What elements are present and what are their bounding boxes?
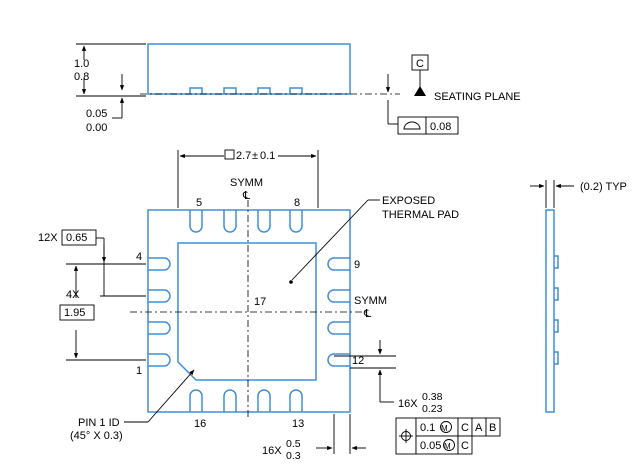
- pin-9-label: 9: [354, 259, 360, 271]
- pin-5-label: 5: [196, 197, 202, 209]
- lead-w-max: 0.5: [286, 438, 301, 450]
- centerline-top-symbol: ℄: [242, 190, 250, 202]
- fcf-row1-d2: A: [475, 422, 483, 434]
- fcf-row1-d3: B: [489, 422, 496, 434]
- end-view: (0.2) TYP: [530, 180, 627, 413]
- bottom-leads: [189, 389, 303, 412]
- exposed-pad-line1: EXPOSED: [382, 195, 435, 207]
- top-view: 5 8 4 1 9 12 13 16 17 SYMM ℄ SYMM ℄ 2.7 …: [38, 149, 501, 462]
- datum-triangle: [414, 86, 426, 96]
- fcf-row2-tol: 0.05: [420, 440, 441, 452]
- pin-8-label: 8: [294, 197, 300, 209]
- standoff-min: 0.00: [86, 122, 107, 134]
- seating-plane-label: SEATING PLANE: [434, 91, 521, 103]
- fcf-row1-d1: C: [461, 422, 469, 434]
- flatness-value: 0.08: [430, 121, 451, 133]
- lead-w-min: 0.3: [286, 450, 301, 462]
- exposed-pad-line2: THERMAL PAD: [382, 209, 459, 221]
- side-leads: [189, 87, 303, 94]
- pin-4-label: 4: [136, 251, 142, 263]
- end-leads: [554, 255, 559, 365]
- side-view: 1.0 0.8 0.05 0.00 C SEATING PLANE 0.08: [74, 43, 521, 135]
- fcf-row2-d1: C: [461, 440, 469, 452]
- body-size-tol-value: 0.1: [260, 150, 275, 162]
- standoff-max: 0.05: [86, 108, 107, 120]
- height-min: 0.8: [74, 71, 89, 83]
- feature-control-frame: 0.1 M C A B 0.05 M C: [395, 417, 501, 455]
- pin-1-label: 1: [136, 365, 142, 377]
- symm-top-label: SYMM: [230, 177, 263, 189]
- height-max: 1.0: [74, 58, 89, 70]
- right-leads: [327, 257, 350, 367]
- lead-w-count: 16X: [262, 445, 282, 457]
- lead-len-max: 0.38: [422, 391, 443, 403]
- lead-len-count: 16X: [398, 398, 418, 410]
- flatness-symbol: [403, 121, 421, 130]
- fcf-row2-modifier: M: [444, 442, 451, 451]
- pin-17-label: 17: [254, 296, 266, 308]
- span-count: 4X: [66, 289, 80, 301]
- lead-len-min: 0.23: [422, 403, 443, 415]
- pitch-count: 12X: [38, 232, 58, 244]
- fcf-row1-tol: 0.1: [420, 422, 435, 434]
- body-size-tol: ±: [252, 150, 258, 162]
- left-leads: [148, 257, 171, 367]
- pin-12-label: 12: [352, 355, 364, 367]
- thermal-pad: [177, 242, 317, 381]
- pin-13-label: 13: [292, 418, 304, 430]
- pin1-id-line1: PIN 1 ID: [78, 417, 120, 429]
- symm-right-label: SYMM: [354, 295, 387, 307]
- side-body: [147, 43, 351, 95]
- span-value: 1.95: [64, 307, 85, 319]
- pin1-id-line2: (45° X 0.3): [70, 430, 123, 442]
- datum-c: C: [416, 58, 424, 70]
- fcf-row1-modifier: M: [441, 424, 448, 433]
- square-symbol: [224, 149, 235, 160]
- top-leads: [189, 210, 303, 233]
- thermal-pad-dot: [289, 280, 293, 284]
- top-body: [147, 209, 351, 413]
- pitch-value: 0.65: [66, 232, 87, 244]
- body-size: 2.7: [236, 150, 251, 162]
- typ-label: (0.2) TYP: [580, 181, 627, 193]
- centerline-right-symbol: ℄: [363, 308, 371, 320]
- end-body: [545, 209, 555, 413]
- pin-16-label: 16: [194, 418, 206, 430]
